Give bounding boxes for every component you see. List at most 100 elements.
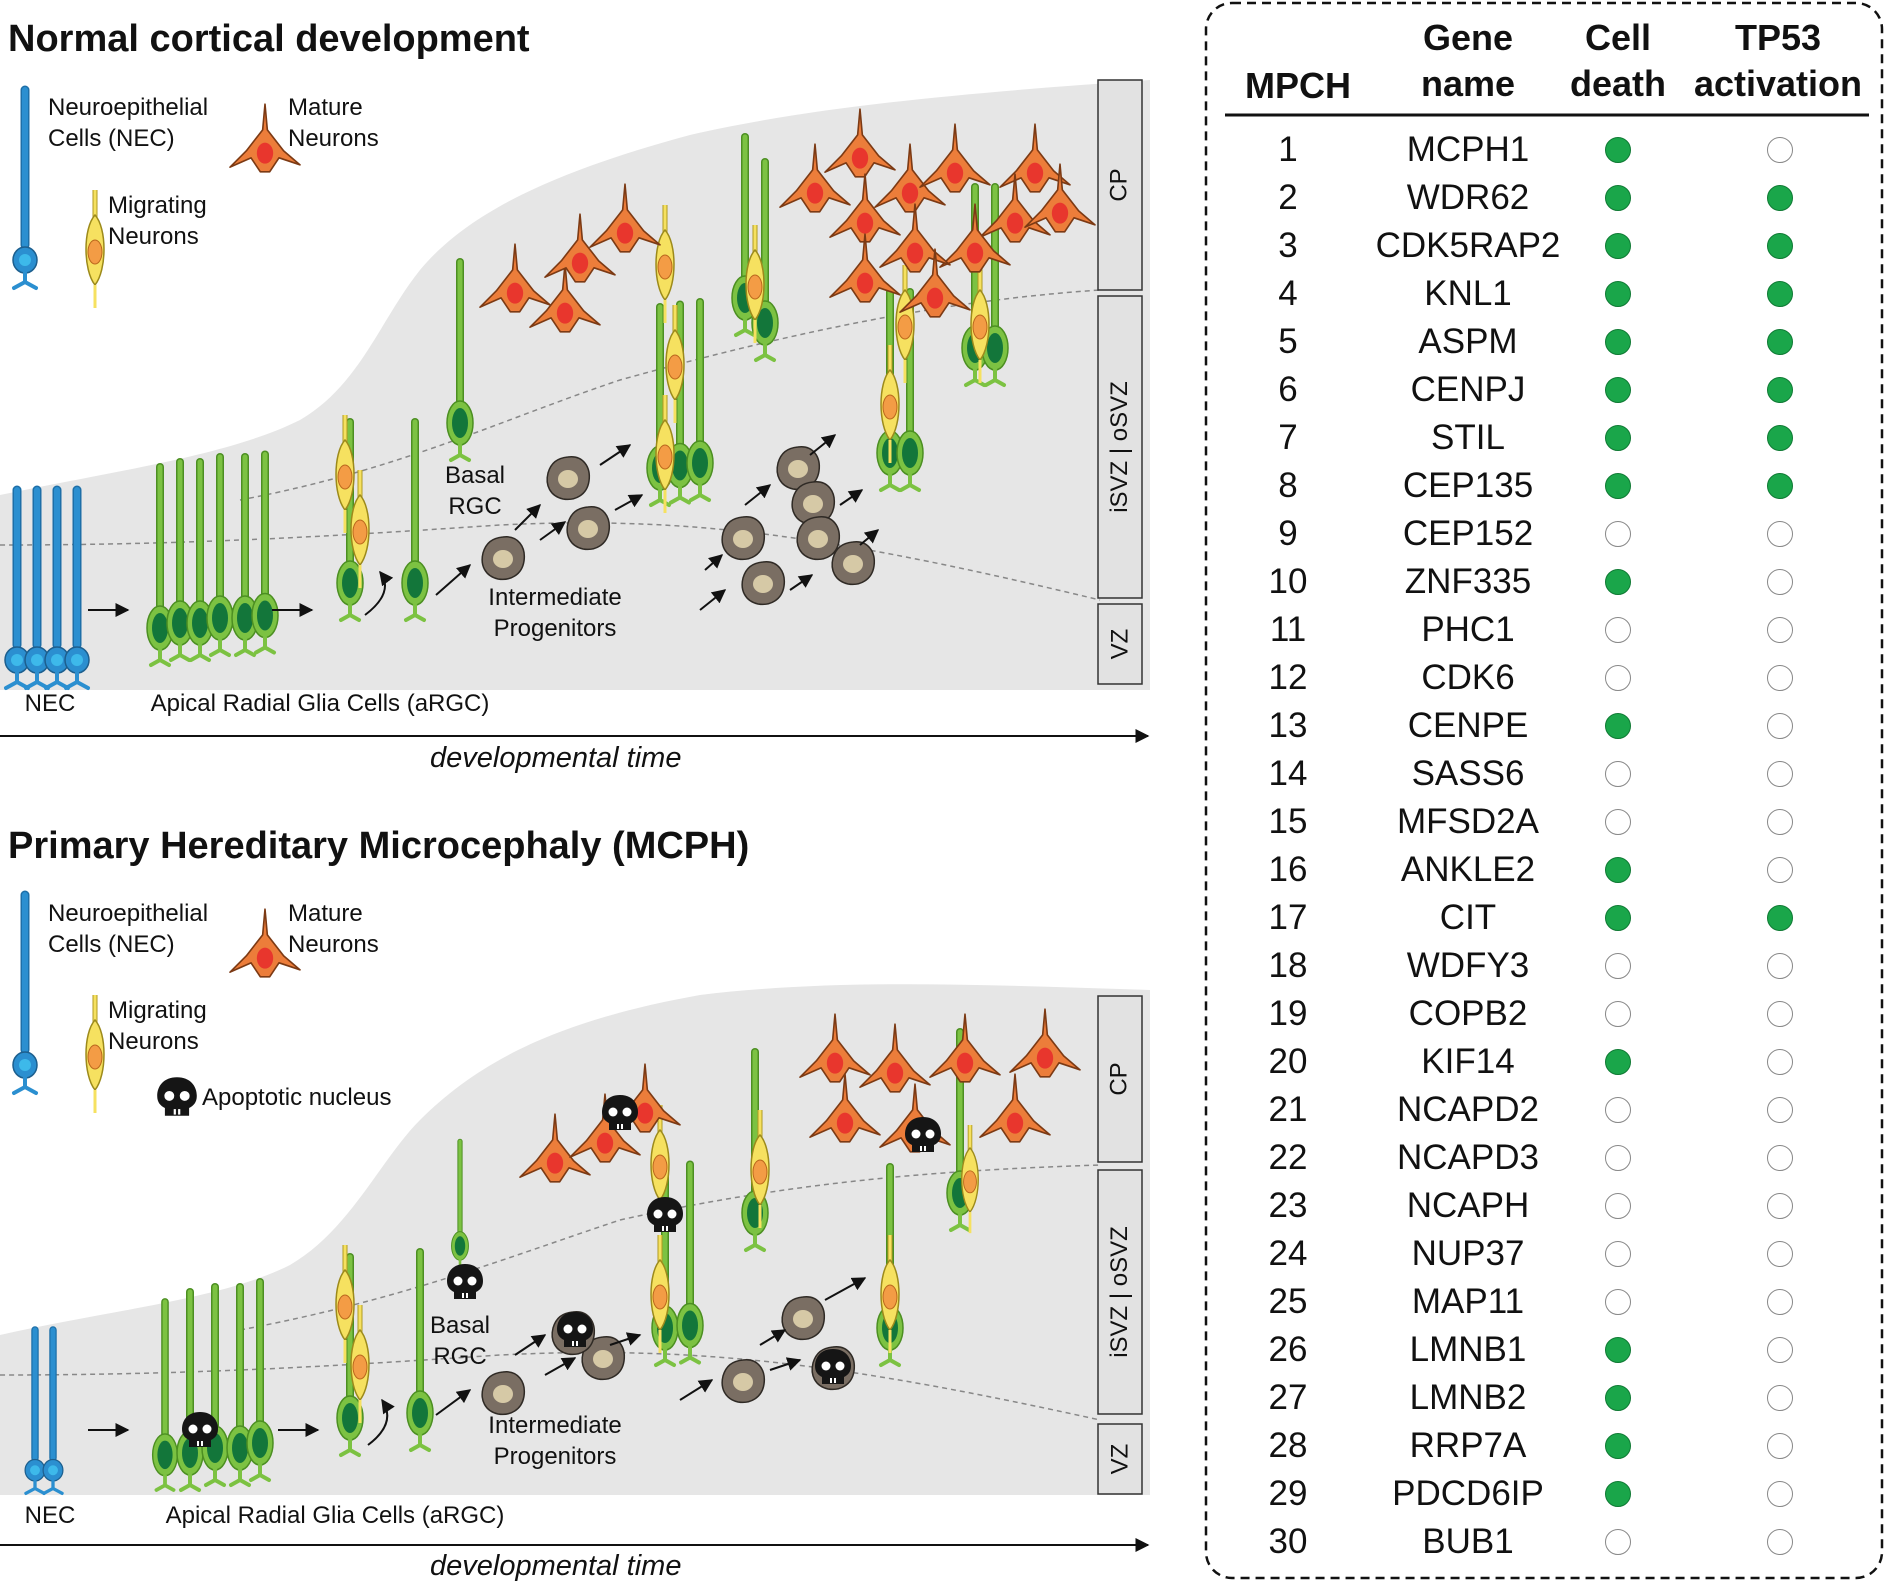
- gene-name: ZNF335: [1404, 562, 1532, 601]
- table-row: 7 STIL: [1203, 414, 1885, 462]
- zone-boundary-svz: [239, 1164, 1101, 1331]
- gene-name: MCPH1: [1406, 130, 1530, 169]
- zone-label-svz: iSVZ | oSVZ: [1106, 381, 1134, 513]
- legend-migrating-label: Migrating Neurons: [108, 997, 207, 1055]
- gene-name: CDK5RAP2: [1375, 226, 1561, 265]
- flow-arrow: [759, 1329, 787, 1346]
- cell-death-empty-dot: [1605, 1529, 1631, 1555]
- mpch-number: 19: [1268, 994, 1308, 1033]
- table-row: 24 NUP37: [1203, 1230, 1885, 1278]
- flow-arrow: [435, 1389, 472, 1416]
- tp53-filled-dot: [1767, 905, 1793, 931]
- legend-nec-label: Neuroepithelial Cells (NEC): [48, 94, 209, 152]
- cell-death-empty-dot: [1605, 1241, 1631, 1267]
- panel-mcph-diagram: [0, 895, 1150, 1552]
- intermediate-progenitors-label: Intermediate Progenitors: [488, 1412, 622, 1470]
- mpch-number: 12: [1268, 658, 1308, 697]
- tp53-empty-dot: [1767, 857, 1793, 883]
- time-axis-label: developmental time: [430, 1550, 682, 1582]
- argc-label: Apical Radial Glia Cells (aRGC): [150, 690, 490, 717]
- flow-arrow: [544, 1357, 577, 1376]
- gene-name: CIT: [1439, 898, 1497, 937]
- tp53-empty-dot: [1767, 1049, 1793, 1075]
- gene-name: COPB2: [1408, 994, 1528, 1033]
- cell-death-filled-dot: [1605, 137, 1631, 163]
- tp53-empty-dot: [1767, 617, 1793, 643]
- zone-label-vz: VZ: [1105, 628, 1133, 660]
- mpch-number: 7: [1278, 418, 1298, 457]
- basal-rgc-label: Basal RGC: [444, 462, 506, 520]
- header-cell-death: Cell death: [1569, 17, 1666, 104]
- legend-migrating-icon: [86, 190, 104, 308]
- mpch-number: 20: [1268, 1042, 1308, 1081]
- table-frame: [1204, 1, 1884, 1580]
- tp53-filled-dot: [1767, 425, 1793, 451]
- mpch-number: 24: [1268, 1234, 1308, 1273]
- mpch-number: 3: [1278, 226, 1298, 265]
- progenitor-icon: [741, 561, 786, 606]
- zone-label-cp: CP: [1106, 1062, 1133, 1096]
- diagram-canvas: [0, 79, 1150, 1552]
- zone-box-cp: [1097, 995, 1143, 1163]
- zone-box-cp: [1097, 79, 1143, 291]
- gene-name: STIL: [1431, 418, 1505, 457]
- flow-arrow: [679, 1379, 714, 1401]
- tp53-empty-dot: [1767, 1289, 1793, 1315]
- tp53-filled-dot: [1767, 473, 1793, 499]
- table-row: 19 COPB2: [1203, 990, 1885, 1038]
- tp53-empty-dot: [1767, 1433, 1793, 1459]
- legend-mature-label: Mature Neurons: [288, 900, 379, 958]
- tp53-filled-dot: [1767, 329, 1793, 355]
- cell-death-filled-dot: [1605, 281, 1631, 307]
- cell-death-empty-dot: [1605, 809, 1631, 835]
- flow-arrow: [839, 489, 864, 506]
- tp53-empty-dot: [1767, 761, 1793, 787]
- header-tp53-activation: TP53 activation: [1693, 17, 1863, 104]
- gene-name: BUB1: [1422, 1522, 1514, 1561]
- gene-name: ANKLE2: [1400, 850, 1536, 889]
- mpch-number: 29: [1268, 1474, 1308, 1513]
- mpch-number: 9: [1278, 514, 1298, 553]
- tp53-empty-dot: [1767, 1337, 1793, 1363]
- gene-name: ASPM: [1418, 322, 1518, 361]
- cell-death-filled-dot: [1605, 377, 1631, 403]
- gene-name: CEP135: [1402, 466, 1534, 505]
- flow-arrow: [809, 434, 837, 456]
- progenitor-icon: [796, 516, 841, 561]
- cell-death-filled-dot: [1605, 713, 1631, 739]
- flow-arrow: [769, 1357, 802, 1371]
- gene-name: WDR62: [1406, 178, 1530, 217]
- gene-name: RRP7A: [1409, 1426, 1527, 1465]
- tp53-empty-dot: [1767, 1481, 1793, 1507]
- tp53-empty-dot: [1767, 809, 1793, 835]
- tp53-empty-dot: [1767, 569, 1793, 595]
- cell-death-filled-dot: [1605, 1481, 1631, 1507]
- gene-name: NUP37: [1411, 1234, 1525, 1273]
- tp53-filled-dot: [1767, 185, 1793, 211]
- progenitor-icon: [546, 456, 591, 501]
- tp53-filled-dot: [1767, 233, 1793, 259]
- cell-death-filled-dot: [1605, 185, 1631, 211]
- progenitor-icon: [721, 1359, 766, 1404]
- flow-arrow: [614, 494, 644, 511]
- gene-name: NCAPH: [1406, 1186, 1530, 1225]
- tp53-filled-dot: [1767, 281, 1793, 307]
- cell-death-filled-dot: [1605, 1433, 1631, 1459]
- cell-death-filled-dot: [1605, 1049, 1631, 1075]
- progenitor-icon: [566, 506, 611, 551]
